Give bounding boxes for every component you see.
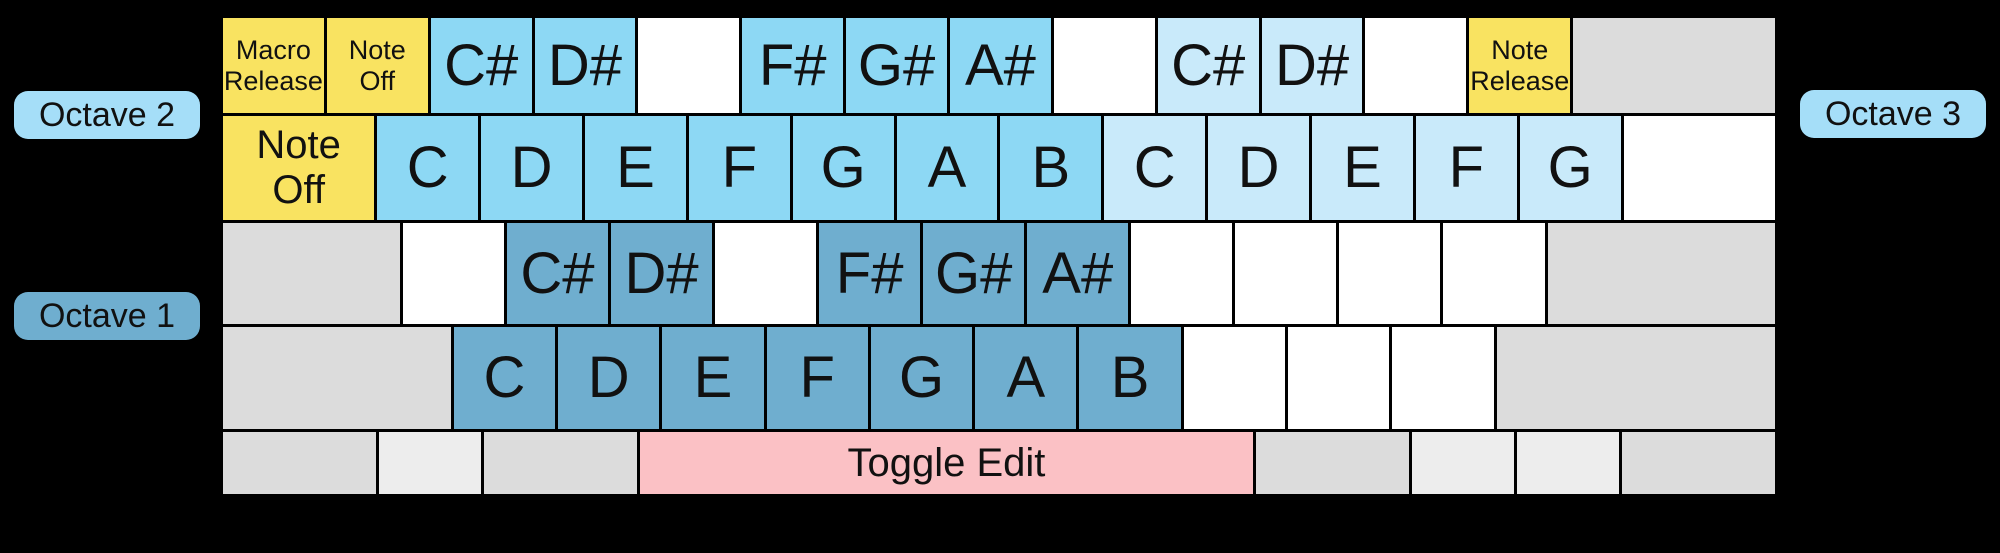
key-gsharp[interactable]: G#	[846, 18, 948, 113]
key-blank	[1365, 18, 1467, 113]
key-d[interactable]: D	[1208, 116, 1310, 220]
key-blank	[223, 223, 400, 324]
key-g[interactable]: G	[1519, 116, 1621, 220]
key-blank	[1516, 432, 1619, 494]
octave-3-label: Octave 3	[1800, 90, 1986, 138]
key-blank	[223, 432, 377, 494]
key-dsharp[interactable]: D#	[1261, 18, 1363, 113]
key-f[interactable]: F	[688, 116, 790, 220]
key-blank	[1131, 223, 1233, 324]
key-blank	[484, 432, 638, 494]
key-csharp[interactable]: C#	[1157, 18, 1259, 113]
key-blank	[1183, 327, 1285, 429]
key-e[interactable]: E	[662, 327, 764, 429]
key-blank	[1623, 116, 1775, 220]
key-g[interactable]: G	[792, 116, 894, 220]
key-gsharp[interactable]: G#	[923, 223, 1025, 324]
key-macro-release[interactable]: Macro Release	[223, 18, 324, 113]
key-blank	[1621, 432, 1775, 494]
key-blank	[1339, 223, 1441, 324]
key-blank	[1443, 223, 1545, 324]
octave-1-label: Octave 1	[14, 292, 200, 340]
key-blank	[1496, 327, 1775, 429]
key-c[interactable]: C	[453, 327, 556, 429]
key-blank	[1392, 327, 1494, 429]
key-note-off[interactable]: Note Off	[326, 18, 428, 113]
key-csharp[interactable]: C#	[430, 18, 532, 113]
key-e[interactable]: E	[585, 116, 686, 220]
key-blank	[223, 327, 451, 429]
key-toggle-edit[interactable]: Toggle Edit	[640, 432, 1253, 494]
key-asharp[interactable]: A#	[1027, 223, 1129, 324]
key-d[interactable]: D	[481, 116, 583, 220]
key-blank	[1235, 223, 1337, 324]
key-note-release[interactable]: Note Release	[1469, 18, 1571, 113]
key-c[interactable]: C	[1104, 116, 1206, 220]
key-dsharp[interactable]: D#	[534, 18, 636, 113]
key-e[interactable]: E	[1312, 116, 1413, 220]
key-blank	[379, 432, 482, 494]
key-b[interactable]: B	[1079, 327, 1181, 429]
key-blank	[1255, 432, 1409, 494]
key-c[interactable]: C	[377, 116, 479, 220]
key-csharp[interactable]: C#	[506, 223, 608, 324]
key-blank	[1053, 18, 1155, 113]
key-blank	[1411, 432, 1514, 494]
key-fsharp[interactable]: F#	[742, 18, 844, 113]
key-a[interactable]: A	[896, 116, 998, 220]
keyboard-row-3: C#D# F#G#A#	[223, 223, 1775, 324]
key-fsharp[interactable]: F#	[819, 223, 921, 324]
key-blank	[402, 223, 504, 324]
key-g[interactable]: G	[870, 327, 973, 429]
key-b[interactable]: B	[1000, 116, 1102, 220]
keyboard-row-5: Toggle Edit	[223, 432, 1775, 494]
key-asharp[interactable]: A#	[950, 18, 1051, 113]
key-a[interactable]: A	[975, 327, 1077, 429]
key-blank	[1287, 327, 1390, 429]
key-d[interactable]: D	[558, 327, 660, 429]
key-f[interactable]: F	[1415, 116, 1517, 220]
key-dsharp[interactable]: D#	[610, 223, 713, 324]
key-blank	[1573, 18, 1775, 113]
key-f[interactable]: F	[766, 327, 868, 429]
key-blank	[715, 223, 817, 324]
key-blank	[638, 18, 740, 113]
key-blank	[1547, 223, 1775, 324]
key-note-off[interactable]: Note Off	[223, 116, 375, 220]
octave-2-label: Octave 2	[14, 91, 200, 139]
